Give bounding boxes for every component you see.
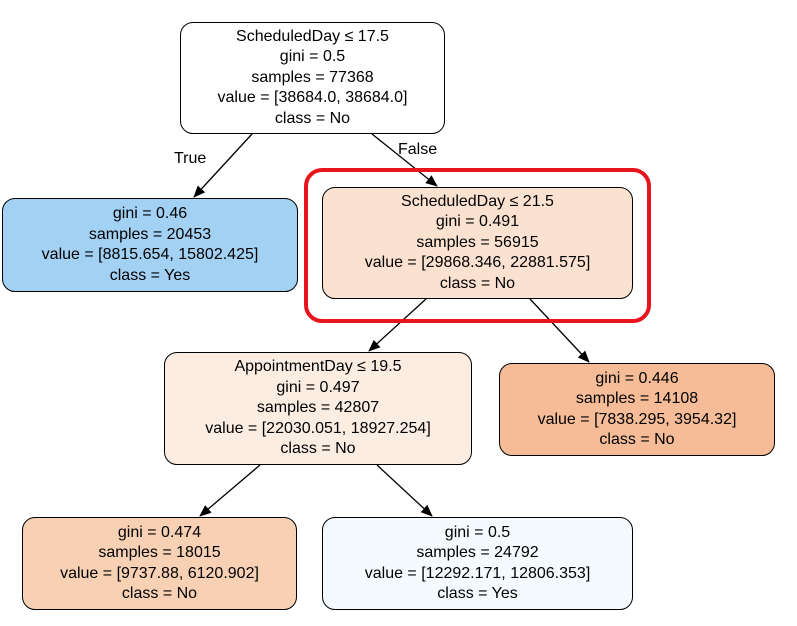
node-split-condition: ScheduledDay ≤ 17.5 bbox=[236, 27, 389, 45]
node-value: value = [7838.295, 3954.32] bbox=[537, 410, 737, 428]
node-split-condition: AppointmentDay ≤ 19.5 bbox=[234, 358, 402, 376]
node-class: class = No bbox=[121, 585, 198, 602]
node-value: value = [38684.0, 38684.0] bbox=[217, 89, 408, 107]
node-class: class = No bbox=[274, 109, 351, 127]
node-samples: samples = 14108 bbox=[575, 390, 699, 407]
node-gini: gini = 0.497 bbox=[276, 378, 360, 396]
node-value: value = [29868.346, 22881.575] bbox=[364, 254, 591, 272]
node-class: class = No bbox=[280, 440, 356, 458]
edge-root-to-right-split bbox=[371, 133, 438, 187]
tree-node-scheduledday-split: ScheduledDay ≤ 21.5 gini = 0.491 samples… bbox=[322, 187, 633, 299]
node-class: class = No bbox=[439, 274, 516, 292]
node-gini: gini = 0.491 bbox=[435, 213, 520, 231]
node-samples: samples = 20453 bbox=[88, 225, 212, 243]
edge-label-false: False bbox=[398, 141, 438, 158]
edge-root-to-left-leaf bbox=[193, 133, 253, 198]
tree-node-root: ScheduledDay ≤ 17.5 gini = 0.5 samples =… bbox=[180, 22, 445, 134]
node-class: class = No bbox=[599, 431, 675, 448]
node-samples: samples = 42807 bbox=[256, 399, 380, 417]
node-class: class = Yes bbox=[109, 266, 191, 284]
node-value: value = [22030.051, 18927.254] bbox=[205, 419, 431, 437]
tree-node-leaf-no: gini = 0.446 samples = 14108 value = [78… bbox=[499, 363, 775, 456]
node-gini: gini = 0.5 bbox=[444, 523, 511, 541]
node-samples: samples = 77368 bbox=[251, 68, 374, 86]
edge-appointment-to-left-leaf bbox=[199, 464, 261, 517]
tree-node-appointmentday-split: AppointmentDay ≤ 19.5 gini = 0.497 sampl… bbox=[164, 352, 472, 465]
node-samples: samples = 24792 bbox=[416, 544, 539, 561]
highlight-outline bbox=[304, 168, 651, 323]
node-gini: gini = 0.46 bbox=[112, 205, 188, 222]
node-gini: gini = 0.446 bbox=[595, 369, 679, 387]
node-samples: samples = 18015 bbox=[98, 544, 221, 561]
edge-split-to-right-leaf bbox=[529, 298, 590, 363]
tree-node-leaf-yes: gini = 0.5 samples = 24792 value = [1229… bbox=[322, 517, 633, 610]
tree-node-leaf-no: gini = 0.474 samples = 18015 value = [97… bbox=[22, 517, 297, 610]
edge-appointment-to-right-leaf bbox=[376, 464, 433, 517]
node-value: value = [8815.654, 15802.425] bbox=[41, 246, 259, 263]
edge-label-true: True bbox=[174, 150, 207, 167]
node-value: value = [9737.88, 6120.902] bbox=[60, 564, 259, 582]
node-gini: gini = 0.5 bbox=[279, 48, 346, 66]
edge-split-to-appointment-split bbox=[368, 298, 427, 352]
node-value: value = [12292.171, 12806.353] bbox=[364, 564, 591, 582]
node-split-condition: ScheduledDay ≤ 21.5 bbox=[401, 192, 554, 210]
node-class: class = Yes bbox=[437, 585, 518, 602]
tree-node-leaf-yes: gini = 0.46 samples = 20453 value = [881… bbox=[2, 198, 298, 292]
node-gini: gini = 0.474 bbox=[117, 523, 202, 541]
node-samples: samples = 56915 bbox=[416, 233, 539, 251]
